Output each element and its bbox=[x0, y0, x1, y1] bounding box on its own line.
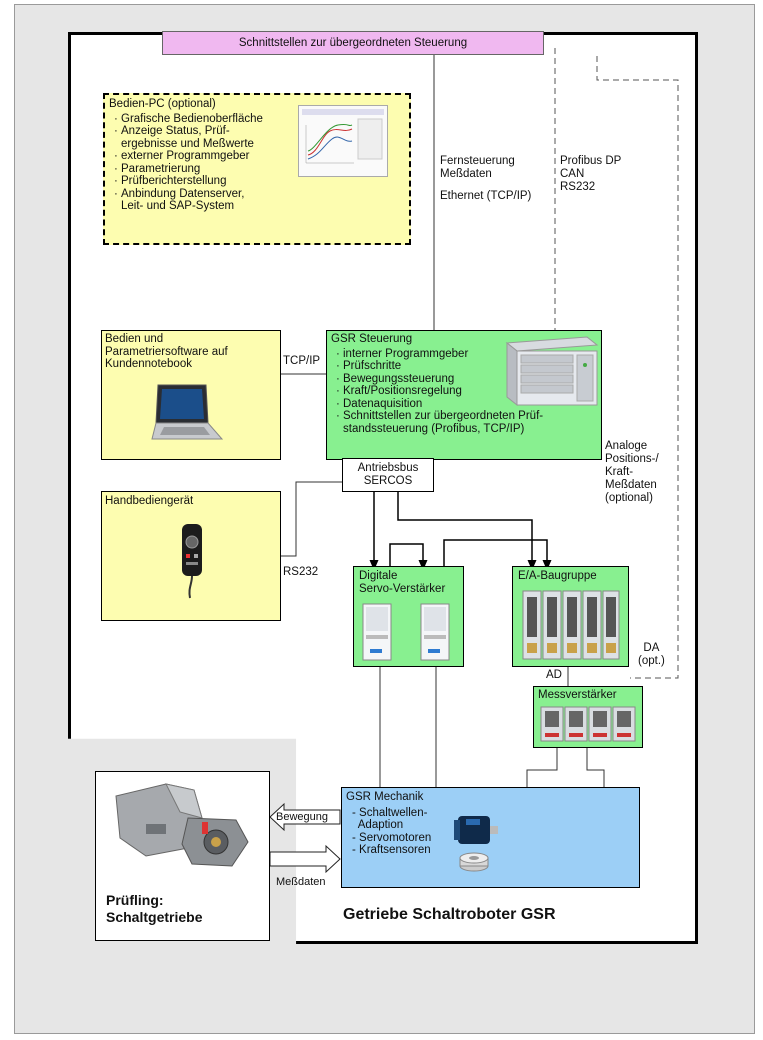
operator-pc-box: Bedien-PC (optional) Grafische Bedienobe… bbox=[103, 93, 411, 245]
controller-item: Schnittstellen zur übergeordneten Prüf- … bbox=[336, 410, 597, 435]
handheld-pendant-image bbox=[182, 524, 202, 599]
analog-item: Positions-/ bbox=[605, 453, 659, 465]
sercos-arrow-2 bbox=[397, 490, 537, 571]
fieldbus-item: Profibus DP bbox=[560, 155, 622, 167]
tcpip-label: TCP/IP bbox=[283, 355, 321, 367]
specimen-title: Prüfling: Schaltgetriebe bbox=[106, 892, 203, 925]
interface-bar-label: Schnittstellen zur übergeordneten Steuer… bbox=[238, 37, 468, 49]
sercos-arrow-3 bbox=[389, 543, 428, 571]
operator-pc-item: Grafische Bedienoberfläche bbox=[114, 113, 405, 126]
analog-item: Kraft- bbox=[605, 466, 634, 478]
mechanics-box: GSR Mechanik - Schaltwellen- Adaption - … bbox=[341, 787, 640, 888]
controller-item: interner Programmgeber bbox=[336, 348, 597, 361]
notebook-box: Bedien und Parametriersoftware auf Kunde… bbox=[101, 330, 281, 460]
analog-line bbox=[596, 56, 679, 679]
fieldbus-item: CAN bbox=[560, 168, 585, 180]
drive-bus-line1: Antriebsbus bbox=[357, 462, 419, 474]
handheld-box: Handbediengerät bbox=[101, 491, 281, 621]
laptop-image bbox=[151, 384, 224, 440]
bewegung-arrow bbox=[269, 802, 341, 832]
mechanics-item: - Schaltwellen- Adaption bbox=[352, 806, 428, 832]
servo-amplifier-image bbox=[420, 603, 450, 661]
interface-bar: Schnittstellen zur übergeordneten Steuer… bbox=[162, 31, 544, 55]
system-title: Getriebe Schaltroboter GSR bbox=[343, 906, 556, 923]
remote-label: Fernsteuerung Meßdaten bbox=[440, 155, 515, 181]
servo-title: Digitale Servo-Verstärker bbox=[359, 570, 446, 595]
da-line1: DA bbox=[643, 642, 660, 654]
analog-item: Meßdaten bbox=[605, 479, 657, 491]
controller-box: GSR Steuerung interner Programmgeber Prü… bbox=[326, 330, 602, 460]
messdaten-arrow bbox=[269, 844, 341, 874]
messdaten-label: Meßdaten bbox=[276, 876, 326, 888]
test-specimen-box: Prüfling: Schaltgetriebe bbox=[95, 771, 270, 941]
drive-bus-box: Antriebsbus SERCOS bbox=[342, 458, 434, 492]
operator-pc-item: Anzeige Status, Prüf- ergebnisse und Meß… bbox=[114, 125, 405, 150]
controller-item: Datenaquisition bbox=[336, 398, 597, 411]
servomotor-image bbox=[454, 816, 498, 872]
amp-title: Messverstärker bbox=[538, 689, 617, 701]
remote-label-line2: Meßdaten bbox=[440, 168, 492, 180]
controller-item: Kraft/Positionsregelung bbox=[336, 385, 597, 398]
sercos-arrow-4 bbox=[443, 539, 552, 571]
fieldbus-item: RS232 bbox=[560, 181, 596, 193]
operator-pc-item: Prüfberichterstellung bbox=[114, 175, 405, 188]
io-title: E/A-Baugruppe bbox=[518, 570, 597, 582]
mechanics-item: - Kraftsensoren bbox=[352, 844, 431, 856]
measuring-amplifier-box: Messverstärker bbox=[533, 686, 643, 748]
rs232-label: RS232 bbox=[283, 566, 319, 578]
io-module-image bbox=[522, 590, 620, 660]
controller-item: Bewegungssteuerung bbox=[336, 373, 597, 386]
amp-mech-line-1 bbox=[526, 748, 558, 787]
operator-pc-item: Parametrierung bbox=[114, 163, 405, 176]
ad-label: AD bbox=[546, 669, 562, 681]
screenshot-image bbox=[298, 105, 388, 177]
notebook-title: Bedien und Parametriersoftware auf Kunde… bbox=[105, 333, 228, 370]
operator-pc-title: Bedien-PC (optional) bbox=[109, 98, 216, 110]
handheld-title: Handbediengerät bbox=[105, 495, 194, 507]
servo-amplifier-image bbox=[362, 603, 392, 661]
operator-pc-item: Anbindung Datenserver, Leit- und SAP-Sys… bbox=[114, 188, 405, 213]
controller-item: Prüfschritte bbox=[336, 360, 597, 373]
io-module-box: E/A-Baugruppe bbox=[512, 566, 629, 667]
bewegung-label: Bewegung bbox=[276, 811, 328, 823]
controller-title: GSR Steuerung bbox=[331, 333, 413, 345]
fieldbus-label: Profibus DP CAN RS232 bbox=[560, 155, 621, 194]
gearbox-image bbox=[115, 783, 249, 867]
operator-pc-item: externer Programmgeber bbox=[114, 150, 405, 163]
mechanics-title: GSR Mechanik bbox=[346, 791, 424, 803]
measuring-amplifier-image bbox=[540, 706, 636, 742]
servo-amplifier-box: Digitale Servo-Verstärker bbox=[353, 566, 464, 667]
analog-label: Analoge Positions-/ Kraft- Meßdaten (opt… bbox=[605, 440, 659, 505]
da-line2: (opt.) bbox=[638, 655, 665, 667]
analog-item: Analoge bbox=[605, 440, 648, 452]
remote-label-line1: Fernsteuerung bbox=[440, 155, 515, 167]
analog-item: (optional) bbox=[605, 492, 653, 504]
mechanics-item: - Servomotoren bbox=[352, 831, 432, 844]
rs232-line bbox=[281, 481, 349, 557]
drive-bus-line2: SERCOS bbox=[363, 475, 413, 487]
ethernet-label: Ethernet (TCP/IP) bbox=[440, 190, 532, 202]
da-label: DA (opt.) bbox=[638, 642, 665, 668]
controller-unit-image bbox=[505, 336, 599, 407]
amp-mech-line-2 bbox=[586, 748, 605, 787]
